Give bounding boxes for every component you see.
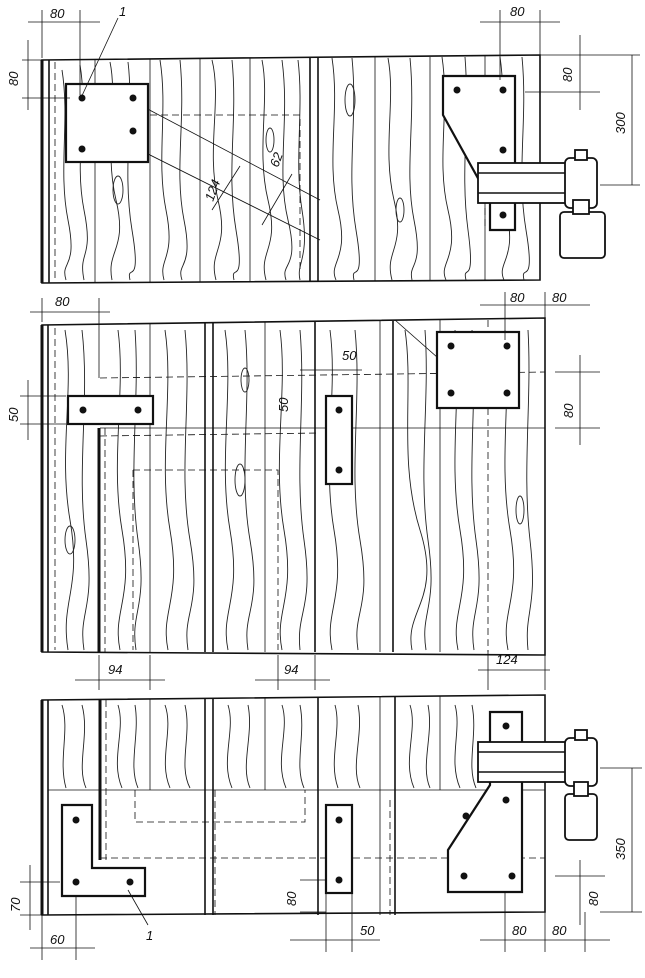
- dim-bottom-60: 60: [50, 932, 65, 947]
- bolt: [129, 127, 137, 135]
- dim-top-left-80: 80: [55, 294, 70, 309]
- corner-plate-top-left: [64, 82, 150, 164]
- dim-left-70: 70: [8, 897, 23, 912]
- dim-bottom-124: 124: [496, 652, 518, 667]
- callout-1-label: 1: [119, 4, 126, 19]
- dim-bottom-80a: 80: [512, 923, 527, 938]
- dim-diag-62: 62: [267, 150, 286, 169]
- bolt: [78, 145, 86, 153]
- bolt: [499, 211, 507, 219]
- bolt: [502, 722, 510, 730]
- bolt: [453, 86, 461, 94]
- dim-right-300: 300: [613, 112, 628, 134]
- bolt: [502, 796, 510, 804]
- dim-top-left-80: 80: [50, 6, 65, 21]
- view-1-dimensions: 80 80 80 80 300 124 62: [6, 4, 640, 226]
- strap-plate-left-L: [60, 803, 147, 898]
- bolt: [447, 389, 455, 397]
- dim-right-80: 80: [560, 67, 575, 82]
- bolt: [134, 406, 142, 414]
- bolt: [129, 94, 137, 102]
- dim-top-right-80b: 80: [552, 290, 567, 305]
- dim-top-right-80a: 80: [510, 290, 525, 305]
- callout-1-label-bottom: 1: [146, 928, 153, 943]
- view-1-board-lines: [94, 56, 486, 282]
- view-3-board-lines: [149, 696, 441, 915]
- dim-top-right-80: 80: [510, 4, 525, 19]
- bolt: [499, 146, 507, 154]
- view-1-panel: 1 80 80 80 80 300 124 62: [6, 4, 640, 284]
- view-2-panel: 80 50 50 50 80 80 80 94 94: [6, 290, 600, 690]
- hinge-plate-bottom-right: [446, 710, 524, 894]
- dim-bottom-50: 50: [360, 923, 375, 938]
- bolt: [460, 872, 468, 880]
- bolt: [72, 816, 80, 824]
- dim-bottom-80b: 80: [552, 923, 567, 938]
- dim-diag-124: 124: [202, 178, 224, 204]
- dim-bottom-94-left: 94: [108, 662, 122, 677]
- dim-right-80: 80: [586, 891, 601, 906]
- view-2-wood-grain: [64, 329, 533, 651]
- bolt: [508, 872, 516, 880]
- hinge-assembly-bottom: [477, 729, 598, 841]
- view-2-dimensions: 80 50 50 50 80 80 80 94 94: [6, 290, 600, 690]
- dim-right-350: 350: [613, 838, 628, 860]
- bolt: [462, 812, 470, 820]
- dim-left-80: 80: [6, 71, 21, 86]
- bolt: [79, 406, 87, 414]
- bolt: [335, 466, 343, 474]
- dim-right-80: 80: [561, 403, 576, 418]
- bolt: [447, 342, 455, 350]
- dim-mid-80: 80: [284, 891, 299, 906]
- view-3-wood-grain: [61, 704, 477, 789]
- bolt: [126, 878, 134, 886]
- dim-mid-50-v: 50: [276, 397, 291, 412]
- bolt: [72, 878, 80, 886]
- dim-mid-50-h: 50: [342, 348, 357, 363]
- bolt: [335, 876, 343, 884]
- bolt: [335, 406, 343, 414]
- bolt: [335, 816, 343, 824]
- view-3-panel: 1 70 60 80 50 350 80: [8, 694, 642, 960]
- bolt: [499, 86, 507, 94]
- dim-bottom-94-right: 94: [284, 662, 298, 677]
- view-3-dimensions: 70 60 80 50 350 80 80 80: [8, 767, 642, 960]
- hinge-assembly-top: [477, 149, 606, 259]
- bolt: [503, 389, 511, 397]
- bolt: [503, 342, 511, 350]
- dim-left-50: 50: [6, 407, 21, 422]
